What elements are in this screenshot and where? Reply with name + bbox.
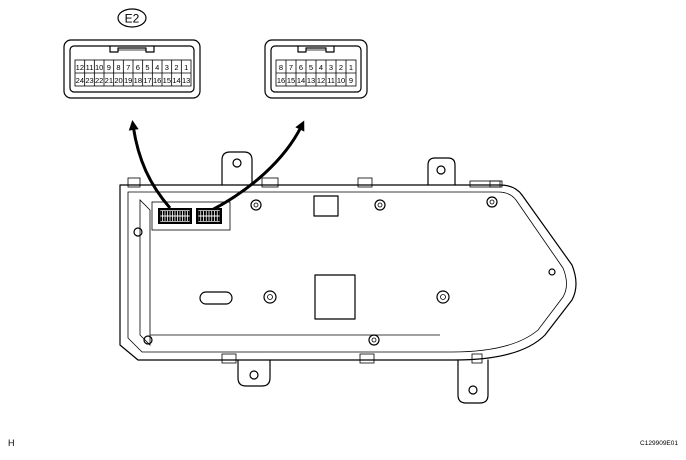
connector-terminal: [170, 211, 173, 216]
pin-number: 10: [95, 63, 103, 72]
pin-number: 8: [279, 63, 283, 72]
connector-terminal: [162, 211, 165, 216]
pin-number: 12: [317, 76, 325, 85]
figure-code: C129909E01: [640, 440, 678, 447]
connector-terminal: [212, 216, 215, 221]
arrow-to-right-connector: [211, 120, 305, 212]
connector-terminal: [182, 216, 185, 221]
pin-number: 21: [105, 76, 113, 85]
pin-number: 20: [114, 76, 122, 85]
connector-terminal: [170, 216, 173, 221]
pin-number: 22: [95, 76, 103, 85]
connector-terminal: [177, 211, 180, 216]
connector-terminal: [206, 211, 209, 216]
connector-terminal: [187, 216, 190, 221]
connector-id-label: E2: [125, 12, 140, 26]
board-connector-16pin: [196, 208, 222, 224]
pin-number: 7: [289, 63, 293, 72]
pin-number: 9: [107, 63, 111, 72]
pin-number: 3: [329, 63, 333, 72]
connector-terminal: [209, 211, 212, 216]
connector-terminal: [187, 211, 190, 216]
connector-terminal: [172, 216, 175, 221]
connector-terminal: [160, 211, 163, 216]
pin-number: 15: [163, 76, 171, 85]
connector-terminal: [175, 211, 178, 216]
connector-terminal: [198, 211, 201, 216]
pin-number: 14: [297, 76, 305, 85]
pin-number: 3: [165, 63, 169, 72]
connector-terminal: [185, 216, 188, 221]
pin-number: 16: [153, 76, 161, 85]
pin-number: 19: [124, 76, 132, 85]
pin-number: 15: [287, 76, 295, 85]
connector-terminal: [212, 211, 215, 216]
connector-terminal: [214, 211, 217, 216]
pin-number: 6: [136, 63, 140, 72]
pin-number: 11: [86, 63, 94, 72]
pin-number: 4: [155, 63, 159, 72]
connector-terminal: [177, 216, 180, 221]
pin-number: 12: [76, 63, 84, 72]
connector-terminal: [209, 216, 212, 221]
connector-terminal: [206, 216, 209, 221]
arrow-to-left-connector: [128, 120, 172, 209]
connector-terminal: [162, 216, 165, 221]
connector-terminal: [167, 216, 170, 221]
pin-number: 5: [145, 63, 149, 72]
connector-terminal: [185, 211, 188, 216]
pin-number: 23: [85, 76, 93, 85]
pin-number: 6: [299, 63, 303, 72]
connector-terminal: [203, 211, 206, 216]
pin-number: 1: [184, 63, 188, 72]
connector-terminal: [165, 211, 168, 216]
connector-terminal: [182, 211, 185, 216]
pin-number: 18: [134, 76, 142, 85]
connector-terminal: [180, 211, 183, 216]
board-connector-24pin: [158, 208, 192, 224]
connector-terminal: [201, 211, 204, 216]
pin-number: 9: [349, 76, 353, 85]
pin-number: 7: [126, 63, 130, 72]
connector-terminal: [160, 216, 163, 221]
connector-terminal: [165, 216, 168, 221]
pin-number: 13: [307, 76, 315, 85]
combination-meter-body: [119, 151, 577, 404]
pin-number: 2: [339, 63, 343, 72]
pin-number: 17: [143, 76, 151, 85]
connector-id-badge: E2: [117, 8, 147, 28]
connector-terminal: [214, 216, 217, 221]
connector-terminal: [217, 216, 220, 221]
pin-number: 1: [349, 63, 353, 72]
pin-number: 13: [182, 76, 190, 85]
connector-terminal: [203, 216, 206, 221]
connector-terminal: [172, 211, 175, 216]
connector-terminal: [167, 211, 170, 216]
pin-number: 4: [319, 63, 323, 72]
connector-terminal: [217, 211, 220, 216]
pin-number: 2: [174, 63, 178, 72]
corner-letter: H: [8, 438, 15, 448]
pin-number: 11: [327, 76, 335, 85]
pin-number: 10: [337, 76, 345, 85]
connector-terminal: [175, 216, 178, 221]
pin-number: 24: [76, 76, 84, 85]
connector-terminal: [198, 216, 201, 221]
connector-terminal: [201, 216, 204, 221]
connector-terminal: [180, 216, 183, 221]
pin-number: 16: [277, 76, 285, 85]
pin-number: 8: [116, 63, 120, 72]
pin-number: 5: [309, 63, 313, 72]
pin-number: 14: [172, 76, 180, 85]
